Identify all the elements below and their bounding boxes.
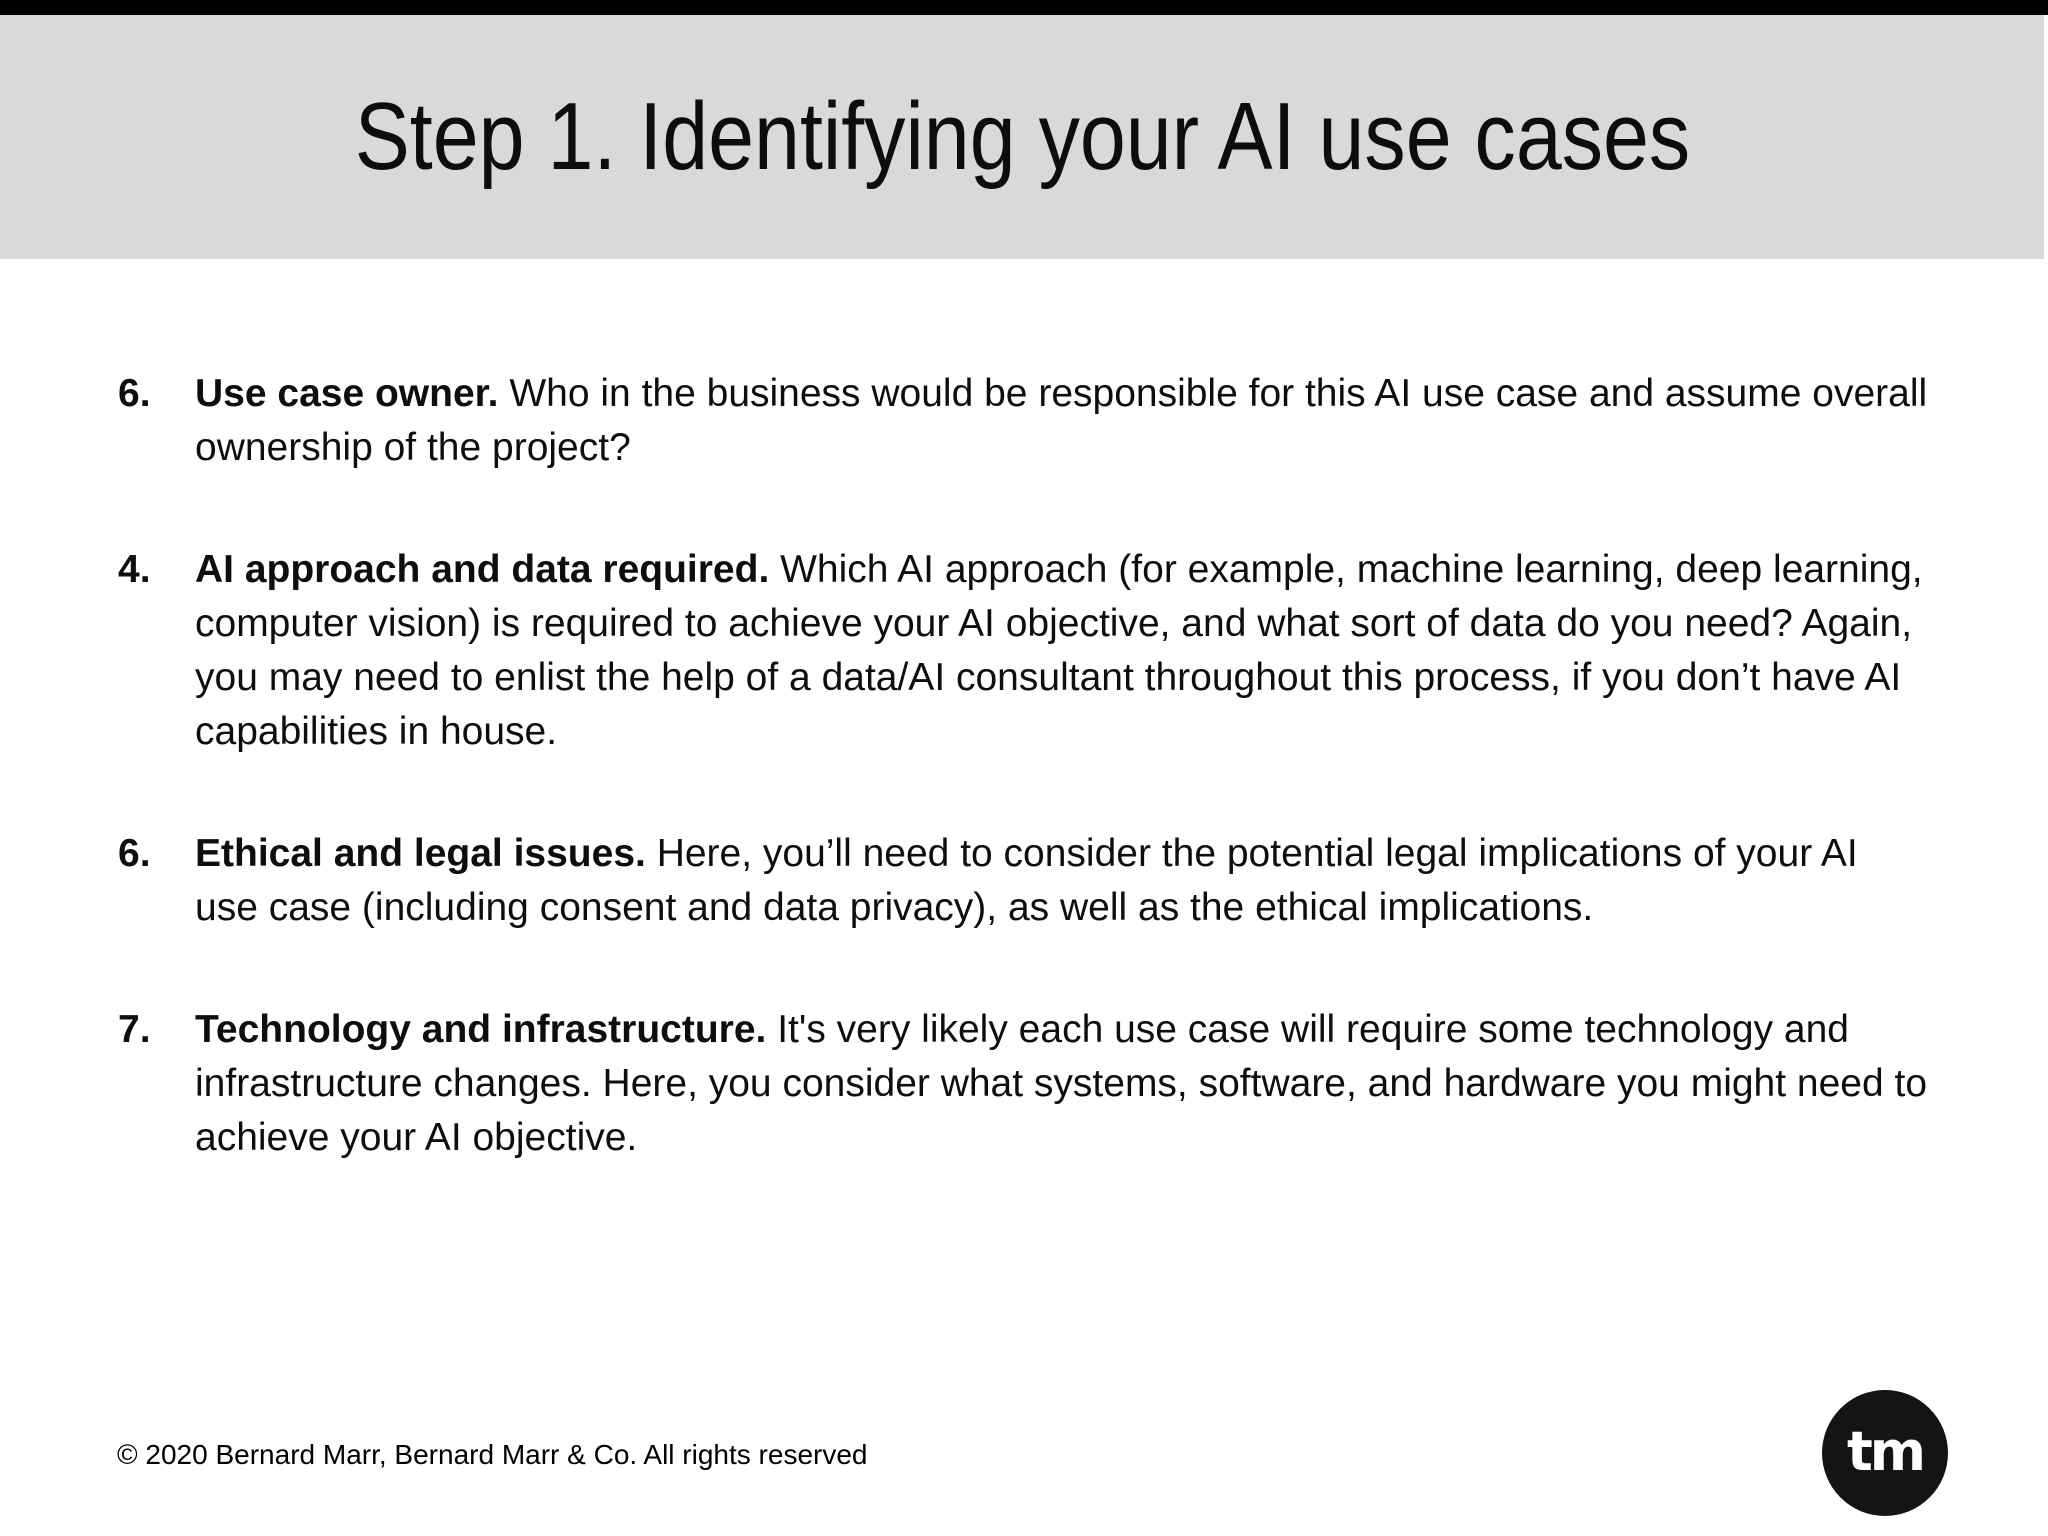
use-case-list: 6. Use case owner. Who in the business w… — [118, 367, 1930, 1165]
title-band: Step 1. Identifying your AI use cases — [0, 15, 2044, 259]
item-body: Who in the business would be responsible… — [195, 372, 1928, 469]
list-item: 4. AI approach and data required. Which … — [118, 543, 1930, 759]
item-text: Use case owner. Who in the business woul… — [195, 367, 1930, 475]
item-number: 6. — [118, 372, 151, 415]
slide-body: 6. Use case owner. Who in the business w… — [118, 367, 1930, 1233]
item-number: 6. — [118, 832, 151, 875]
list-item: 7. Technology and infrastructure. It's v… — [118, 1003, 1930, 1165]
item-text: Ethical and legal issues. Here, you’ll n… — [195, 827, 1930, 935]
item-body: It's very likely each use case will requ… — [195, 1008, 1928, 1159]
item-number: 7. — [118, 1008, 151, 1051]
slide-title: Step 1. Identifying your AI use cases — [354, 83, 1690, 190]
item-text: AI approach and data required. Which AI … — [195, 543, 1930, 759]
item-body: Here, you’ll need to consider the potent… — [195, 832, 1858, 929]
list-item: 6. Use case owner. Who in the business w… — [118, 367, 1930, 475]
copyright-text: © 2020 Bernard Marr, Bernard Marr & Co. … — [117, 1439, 868, 1470]
brand-logo: tm — [1822, 1390, 1948, 1516]
item-text: Technology and infrastructure. It's very… — [195, 1003, 1930, 1165]
list-item: 6. Ethical and legal issues. Here, you’l… — [118, 827, 1930, 935]
brand-logo-text: tm — [1846, 1419, 1926, 1483]
item-lead: Technology and infrastructure. — [195, 1008, 767, 1051]
item-number: 4. — [118, 548, 151, 591]
item-lead: Use case owner. — [195, 372, 499, 415]
item-lead: AI approach and data required. — [195, 548, 770, 591]
top-black-bar — [0, 0, 2048, 15]
item-lead: Ethical and legal issues. — [195, 832, 646, 875]
item-body: Which AI approach (for example, machine … — [195, 548, 1923, 753]
